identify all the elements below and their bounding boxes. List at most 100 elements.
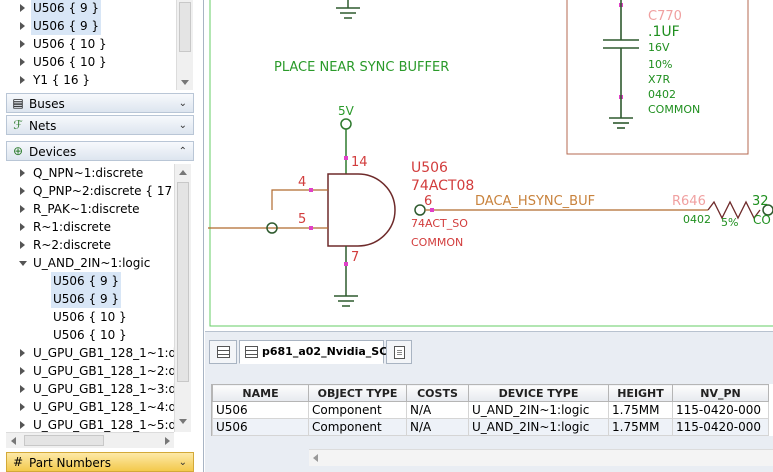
tree-item-label: U_AND_2IN~1:logic — [33, 256, 151, 270]
device-icon: ⊕ — [12, 144, 24, 158]
tree-item-label: U_GPU_GB1_128_1~4:d — [33, 400, 177, 414]
table-cell[interactable]: U_AND_2IN~1:logic — [468, 418, 609, 436]
expand-arrow-icon[interactable] — [20, 40, 25, 48]
tab-schematic[interactable]: p681_a02_Nvidia_SCH — [239, 340, 396, 364]
list-item-label: U506 { 9 } — [31, 0, 102, 17]
capacitor-symbol — [603, 0, 639, 129]
device-tree-hscrollbar[interactable] — [6, 432, 174, 448]
table-cell[interactable]: U506 — [212, 401, 309, 419]
resistor-common-clipped: CO — [753, 213, 771, 227]
tab-grid-view[interactable] — [209, 340, 237, 364]
schematic-icon — [245, 346, 258, 358]
pin-label-7: 7 — [351, 250, 360, 265]
scroll-thumb[interactable] — [24, 435, 104, 446]
table-cell[interactable]: Component — [308, 418, 407, 436]
scroll-down-arrow-icon[interactable] — [179, 419, 187, 424]
expand-arrow-icon[interactable] — [20, 4, 25, 12]
column-header[interactable]: NV_PN — [672, 384, 769, 402]
resistor-pin-node — [762, 204, 773, 216]
expand-arrow-icon[interactable] — [20, 421, 25, 429]
input-wire-4 — [271, 189, 328, 210]
tree-item-label: Q_PNP~2:discrete { 17 } — [33, 184, 184, 198]
scroll-thumb[interactable] — [177, 182, 189, 382]
expand-arrow-icon[interactable] — [20, 58, 25, 66]
capacitor-outline-box — [566, 0, 749, 155]
list-item-label: Y1 { 16 } — [33, 73, 90, 87]
scroll-down-arrow-icon[interactable] — [181, 80, 189, 85]
schematic-canvas[interactable]: PLACE NEAR SYNC BUFFER 5V 14 4 5 6 7 U50… — [204, 0, 773, 331]
nets-panel-header[interactable]: ℱ Nets ⌄ — [6, 115, 194, 135]
devices-header-label: Devices — [29, 145, 77, 159]
scroll-up-arrow-icon[interactable] — [179, 170, 187, 175]
left-navigation-panel: U506 { 9 }U506 { 9 }U506 { 10 }U506 { 10… — [0, 0, 204, 472]
table-cell[interactable]: U506 — [212, 418, 309, 436]
table-cell[interactable]: Component — [308, 401, 407, 419]
column-header[interactable]: NAME — [212, 384, 309, 402]
scroll-right-arrow-icon[interactable] — [165, 437, 170, 445]
tree-item-label: R~2:discrete — [33, 238, 112, 252]
expand-arrow-icon[interactable] — [20, 22, 25, 30]
document-icon — [394, 346, 405, 359]
chevron-down-icon[interactable]: ⌄ — [178, 457, 187, 468]
expand-arrow-icon[interactable] — [20, 187, 25, 195]
hash-icon: # — [12, 455, 24, 469]
expand-arrow-icon[interactable] — [20, 205, 25, 213]
expand-arrow-icon[interactable] — [20, 223, 25, 231]
expand-arrow-icon[interactable] — [20, 169, 25, 177]
resistor-symbol — [707, 200, 761, 220]
table-cell[interactable]: 1.75MM — [608, 401, 673, 419]
pin-label-4: 4 — [298, 175, 307, 190]
table-cell[interactable]: N/A — [406, 401, 469, 419]
chevron-down-icon[interactable]: ⌄ — [178, 98, 187, 109]
resistor-pin-number: 32 — [752, 194, 769, 209]
chevron-up-icon[interactable]: ⌃ — [178, 146, 187, 157]
expand-arrow-icon[interactable] — [20, 385, 25, 393]
common-label: COMMON — [411, 236, 464, 249]
expand-arrow-icon[interactable] — [20, 349, 25, 357]
expand-arrow-icon[interactable] — [20, 403, 25, 411]
capacitor-dielectric: X7R — [648, 73, 671, 86]
tab-schematic-label: p681_a02_Nvidia_SCH — [262, 345, 397, 358]
table-cell[interactable]: N/A — [406, 418, 469, 436]
capacitor-value: .1UF — [648, 24, 680, 40]
expand-arrow-icon[interactable] — [20, 367, 25, 375]
tree-item-label: U506 { 9 } — [51, 290, 122, 308]
chevron-down-icon[interactable]: ⌄ — [178, 120, 187, 131]
collapse-arrow-icon[interactable] — [19, 261, 27, 266]
buses-panel-header[interactable]: ▤ Buses ⌄ — [6, 93, 194, 113]
column-header[interactable]: HEIGHT — [608, 384, 673, 402]
top-list-scrollbar[interactable] — [176, 0, 193, 90]
tree-item-label: U_GPU_GB1_128_1~3:d — [33, 382, 177, 396]
part-numbers-panel-header[interactable]: # Part Numbers ⌄ — [6, 452, 194, 472]
table-cell[interactable]: 1.75MM — [608, 418, 673, 436]
pin-label-5: 5 — [298, 212, 307, 227]
junction-node — [266, 222, 278, 234]
devices-panel-header[interactable]: ⊕ Devices ⌃ — [6, 141, 194, 161]
scroll-left-arrow-icon[interactable] — [11, 437, 16, 445]
capacitor-common: COMMON — [648, 103, 701, 116]
column-header[interactable]: OBJECT TYPE — [308, 384, 407, 402]
net-name-label: DACA_HSYNC_BUF — [475, 194, 596, 209]
and-gate-symbol — [327, 173, 396, 247]
expand-arrow-icon[interactable] — [20, 241, 25, 249]
table-cell[interactable]: 115-0420-000 — [672, 418, 769, 436]
power-connector — [340, 118, 352, 130]
grid-icon — [217, 346, 230, 358]
grid-horizontal-scrollbar[interactable] — [309, 449, 773, 466]
ground-symbol-top — [336, 0, 360, 19]
tree-item-label: R_PAK~1:discrete — [33, 202, 140, 216]
table-cell[interactable]: 115-0420-000 — [672, 401, 769, 419]
scroll-left-arrow-icon[interactable] — [313, 454, 318, 462]
scroll-thumb[interactable] — [179, 2, 191, 52]
reference-designator: U506 — [411, 160, 448, 176]
device-tree-scrollbar[interactable] — [174, 164, 191, 432]
expand-arrow-icon[interactable] — [20, 76, 25, 84]
table-cell[interactable]: U_AND_2IN~1:logic — [468, 401, 609, 419]
column-header[interactable]: COSTS — [406, 384, 469, 402]
tab-document[interactable] — [386, 340, 412, 364]
column-header[interactable]: DEVICE TYPE — [468, 384, 609, 402]
